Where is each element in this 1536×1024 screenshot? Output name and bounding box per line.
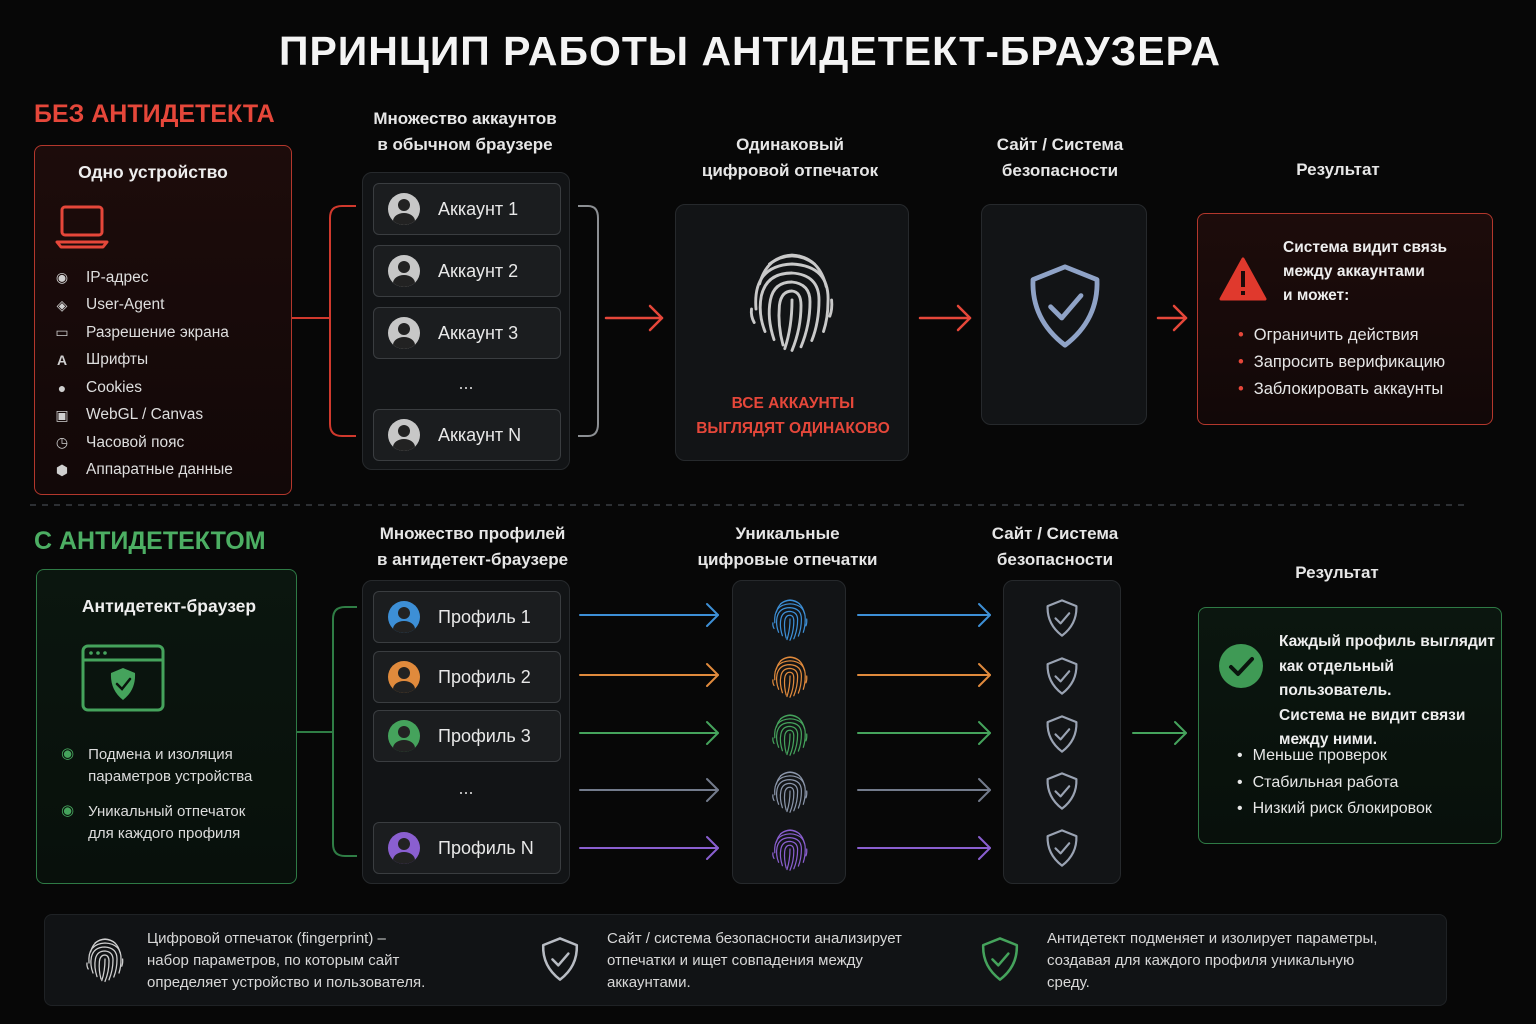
profile-row-3[interactable]: Профиль 3 (373, 710, 561, 762)
fingerprint-small-icon: ◉ (61, 802, 75, 819)
fingerprint-icon (85, 935, 125, 983)
shield-icon (1044, 770, 1080, 812)
fingerprint-icon-5 (771, 826, 809, 872)
antidetect-feature-1: ◉ Подмена и изоляция параметров устройст… (61, 744, 252, 788)
shield-icon (1044, 713, 1080, 755)
secure-browser-icon (81, 644, 165, 712)
accounts-panel: Аккаунт 1 Аккаунт 2 Аккаунт 3 ... Аккаун… (362, 172, 570, 470)
page-title: ПРИНЦИП РАБОТЫ АНТИДЕТЕКТ-БРАУЗЕРА (278, 28, 1222, 74)
webgl-icon: ▣ (55, 406, 69, 423)
result-heading-bottom: Результат (1295, 563, 1379, 582)
avatar (388, 601, 420, 633)
result-card-top: Система видит связь между аккаунтами и м… (1197, 213, 1493, 425)
antidetect-feature-2: ◉ Уникальный отпечаток для каждого профи… (61, 801, 245, 845)
accounts-ellipsis: ... (458, 373, 474, 393)
footer-legend: Цифровой отпечаток (fingerprint) – набор… (44, 914, 1447, 1006)
result-heading-top: Результат (1296, 160, 1380, 179)
fingerprints-heading: Уникальные цифровые отпечатки (697, 524, 878, 569)
footer-text-fingerprint: Цифровой отпечаток (fingerprint) – набор… (147, 930, 426, 991)
shield-icon (539, 935, 581, 983)
device-title: Одно устройство (78, 162, 228, 182)
section-label-with: С АНТИДЕТЕКТОМ (34, 527, 266, 555)
security-heading-top: Сайт / Система безопасности (996, 135, 1124, 180)
device-params: ◉IP-адрес ◈User-Agent ▭Разрешение экрана… (53, 264, 233, 484)
clock-icon: ◷ (55, 434, 69, 451)
footer-text-security: Сайт / система безопасности анализирует … (607, 930, 902, 991)
antidetect-card: Антидетект-браузер ◉ Подмена и изоляция … (36, 569, 297, 884)
result-list-bottom: •Меньше проверок •Стабильная работа •Низ… (1237, 743, 1432, 823)
fingerprint-panel: ВСЕ АККАУНТЫ ВЫГЛЯДЯТ ОДИНАКОВО (675, 204, 909, 461)
param-resolution: ▭Разрешение экрана (53, 319, 233, 347)
result-text-top: Система видит связь между аккаунтами и м… (1283, 239, 1448, 304)
laptop-icon (55, 205, 109, 249)
monitor-icon: ▭ (55, 324, 69, 341)
profile-row-2[interactable]: Профиль 2 (373, 651, 561, 703)
param-ip: ◉IP-адрес (53, 264, 233, 292)
antidetect-title: Антидетект-браузер (81, 596, 257, 616)
account-row-3[interactable]: Аккаунт 3 (373, 307, 561, 359)
list-item: •Низкий риск блокировок (1237, 800, 1432, 817)
avatar (388, 720, 420, 752)
param-timezone: ◷Часовой пояс (53, 429, 233, 457)
list-item: •Запросить верификацию (1238, 353, 1446, 371)
param-hardware: ⬢Аппаратные данные (53, 457, 233, 485)
list-item: •Стабильная работа (1237, 773, 1399, 791)
result-list-top: •Ограничить действия •Запросить верифика… (1238, 322, 1445, 403)
list-item: •Меньше проверок (1237, 747, 1387, 764)
profile-row-1[interactable]: Профиль 1 (373, 591, 561, 643)
profiles-panel: Профиль 1 Профиль 2 Профиль 3 ... Профил… (362, 580, 570, 884)
avatar (388, 193, 420, 225)
fingerprint-icon-3 (771, 711, 809, 757)
green-shield-icon (979, 935, 1021, 983)
hardware-icon: ⬢ (55, 461, 69, 478)
account-row-n[interactable]: Аккаунт N (373, 409, 561, 461)
security-heading-bottom: Сайт / Система безопасности (991, 524, 1119, 569)
section-label-without: БЕЗ АНТИДЕТЕКТА (34, 100, 275, 128)
shield-icon (1044, 655, 1080, 697)
shield-icon (1044, 597, 1080, 639)
avatar (388, 832, 420, 864)
avatar (388, 661, 420, 693)
list-item: •Ограничить действия (1238, 326, 1419, 344)
fingerprint-icon-1 (771, 596, 809, 642)
security-panel-bottom (1003, 580, 1121, 884)
list-item: •Заблокировать аккаунты (1238, 380, 1444, 398)
device-card: Одно устройство ◉IP-адрес ◈User-Agent ▭Р… (34, 145, 292, 495)
browser-agent-icon: ◈ (56, 296, 68, 313)
fingerprint-heading: Одинаковый цифровой отпечаток (701, 135, 879, 180)
check-circle-icon (1219, 644, 1263, 688)
param-user-agent: ◈User-Agent (53, 292, 233, 320)
account-row-2[interactable]: Аккаунт 2 (373, 245, 561, 297)
shield-icon (1044, 827, 1080, 869)
security-panel-top (981, 204, 1147, 425)
location-pin-icon: ◉ (55, 269, 69, 286)
avatar (388, 255, 420, 287)
fingerprint-icon-4 (771, 768, 809, 814)
footer-text-antidetect: Антидетект подменяет и изолирует парамет… (1047, 930, 1378, 991)
fingerprint-note: ВСЕ АККАУНТЫ ВЫГЛЯДЯТ ОДИНАКОВО (696, 395, 890, 437)
warning-icon (1219, 257, 1267, 301)
avatar (388, 419, 420, 451)
cookie-icon: ● (57, 379, 67, 396)
fingerprint-small-icon: ◉ (61, 745, 75, 762)
account-row-1[interactable]: Аккаунт 1 (373, 183, 561, 235)
accounts-heading: Множество аккаунтов в обычном браузере (373, 109, 557, 154)
font-icon: A (56, 352, 68, 369)
avatar (388, 317, 420, 349)
param-cookies: ●Cookies (53, 374, 233, 402)
param-webgl: ▣WebGL / Canvas (53, 402, 233, 430)
fingerprint-icon-2 (771, 653, 809, 699)
profile-row-n[interactable]: Профиль N (373, 822, 561, 874)
profiles-ellipsis: ... (458, 778, 474, 798)
result-text-bottom: Каждый профиль выглядит как отдельный по… (1279, 633, 1495, 748)
fingerprints-panel (732, 580, 846, 884)
result-card-bottom: Каждый профиль выглядит как отдельный по… (1198, 607, 1502, 844)
profiles-heading: Множество профилей в антидетект-браузере (376, 524, 569, 569)
